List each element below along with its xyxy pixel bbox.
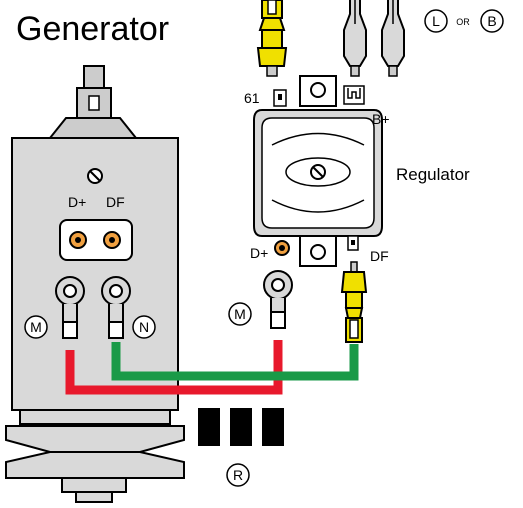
green-wire bbox=[111, 342, 359, 381]
generator-shaft-top bbox=[83, 65, 105, 91]
generator-pulley bbox=[5, 409, 185, 503]
regulator-label: Regulator bbox=[396, 165, 470, 184]
top-gray-connector-left bbox=[343, 0, 367, 77]
top-gray-connector-right bbox=[381, 0, 405, 77]
loose-ring-terminal-m bbox=[263, 270, 293, 329]
callout-l: L bbox=[424, 9, 448, 33]
regulator-terminal-bplus bbox=[343, 85, 365, 105]
callout-b: B bbox=[480, 9, 504, 33]
df-yellow-connector bbox=[340, 261, 368, 343]
svg-text:L: L bbox=[432, 13, 440, 29]
red-wire bbox=[65, 340, 283, 395]
svg-text:M: M bbox=[234, 306, 246, 322]
generator-ring-terminal-m bbox=[55, 276, 85, 339]
resistor-blocks bbox=[198, 408, 284, 446]
svg-text:M: M bbox=[30, 319, 42, 335]
svg-text:R: R bbox=[233, 467, 243, 483]
generator-screw-icon bbox=[87, 168, 103, 184]
callout-n-generator: N bbox=[132, 315, 156, 339]
regulator-bplus-label: B+ bbox=[372, 111, 390, 127]
generator-terminal-plate bbox=[59, 219, 133, 261]
regulator-61-label: 61 bbox=[244, 90, 260, 106]
regulator-dplus-label: D+ bbox=[250, 245, 268, 261]
regulator bbox=[253, 75, 383, 267]
or-label: OR bbox=[456, 17, 470, 27]
generator: D+ DF M N bbox=[5, 65, 185, 503]
diagram-title: Generator bbox=[16, 10, 169, 48]
svg-text:B: B bbox=[487, 13, 496, 29]
regulator-screw-icon bbox=[310, 164, 326, 180]
svg-text:N: N bbox=[139, 319, 149, 335]
callout-m-generator: M bbox=[24, 315, 48, 339]
generator-df-label: DF bbox=[106, 194, 125, 210]
callout-m-middle: M bbox=[228, 302, 252, 326]
generator-dplus-label: D+ bbox=[68, 194, 86, 210]
callout-r: R bbox=[226, 463, 250, 487]
generator-ring-terminal-n bbox=[101, 276, 131, 339]
regulator-df-label: DF bbox=[370, 248, 389, 264]
top-yellow-connector bbox=[256, 0, 288, 77]
